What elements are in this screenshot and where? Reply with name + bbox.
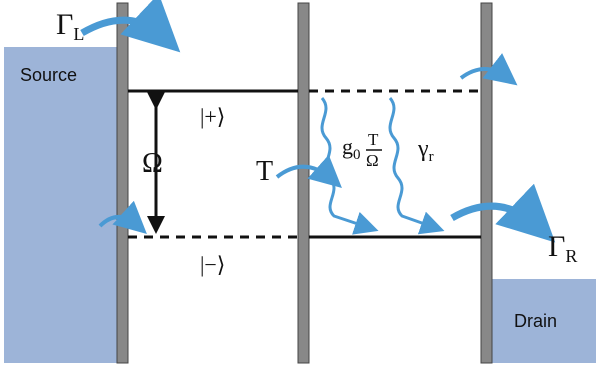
- minus-state-label: |−⟩: [200, 252, 225, 277]
- drain-reservoir: [492, 279, 596, 363]
- relaxation-wave-g0: [320, 97, 379, 235]
- omega-label: Ω: [142, 148, 163, 179]
- tunneling-label: T: [256, 156, 273, 187]
- gamma-r-arrow: [450, 183, 556, 243]
- middle-barrier: [297, 2, 310, 364]
- gamma-l-arrow: [80, 0, 181, 53]
- drain-label: Drain: [514, 311, 557, 331]
- gamma-l-label: ΓL: [56, 8, 84, 44]
- source-label: Source: [20, 65, 77, 85]
- fraction-numerator: T: [368, 130, 379, 149]
- left-barrier: [116, 2, 129, 364]
- right-upper-arrow: [459, 53, 518, 86]
- source-injection-arrow: [98, 200, 147, 235]
- fraction-denominator: Ω: [366, 151, 379, 170]
- right-barrier: [480, 2, 493, 364]
- source-reservoir: [4, 47, 117, 363]
- relaxation-wave-gamma-r: [388, 97, 445, 235]
- gamma-r-small-label: γr: [417, 136, 434, 165]
- gamma-r-label: ΓR: [548, 230, 577, 266]
- plus-state-label: |+⟩: [200, 104, 225, 129]
- g0-label: g0: [342, 134, 361, 163]
